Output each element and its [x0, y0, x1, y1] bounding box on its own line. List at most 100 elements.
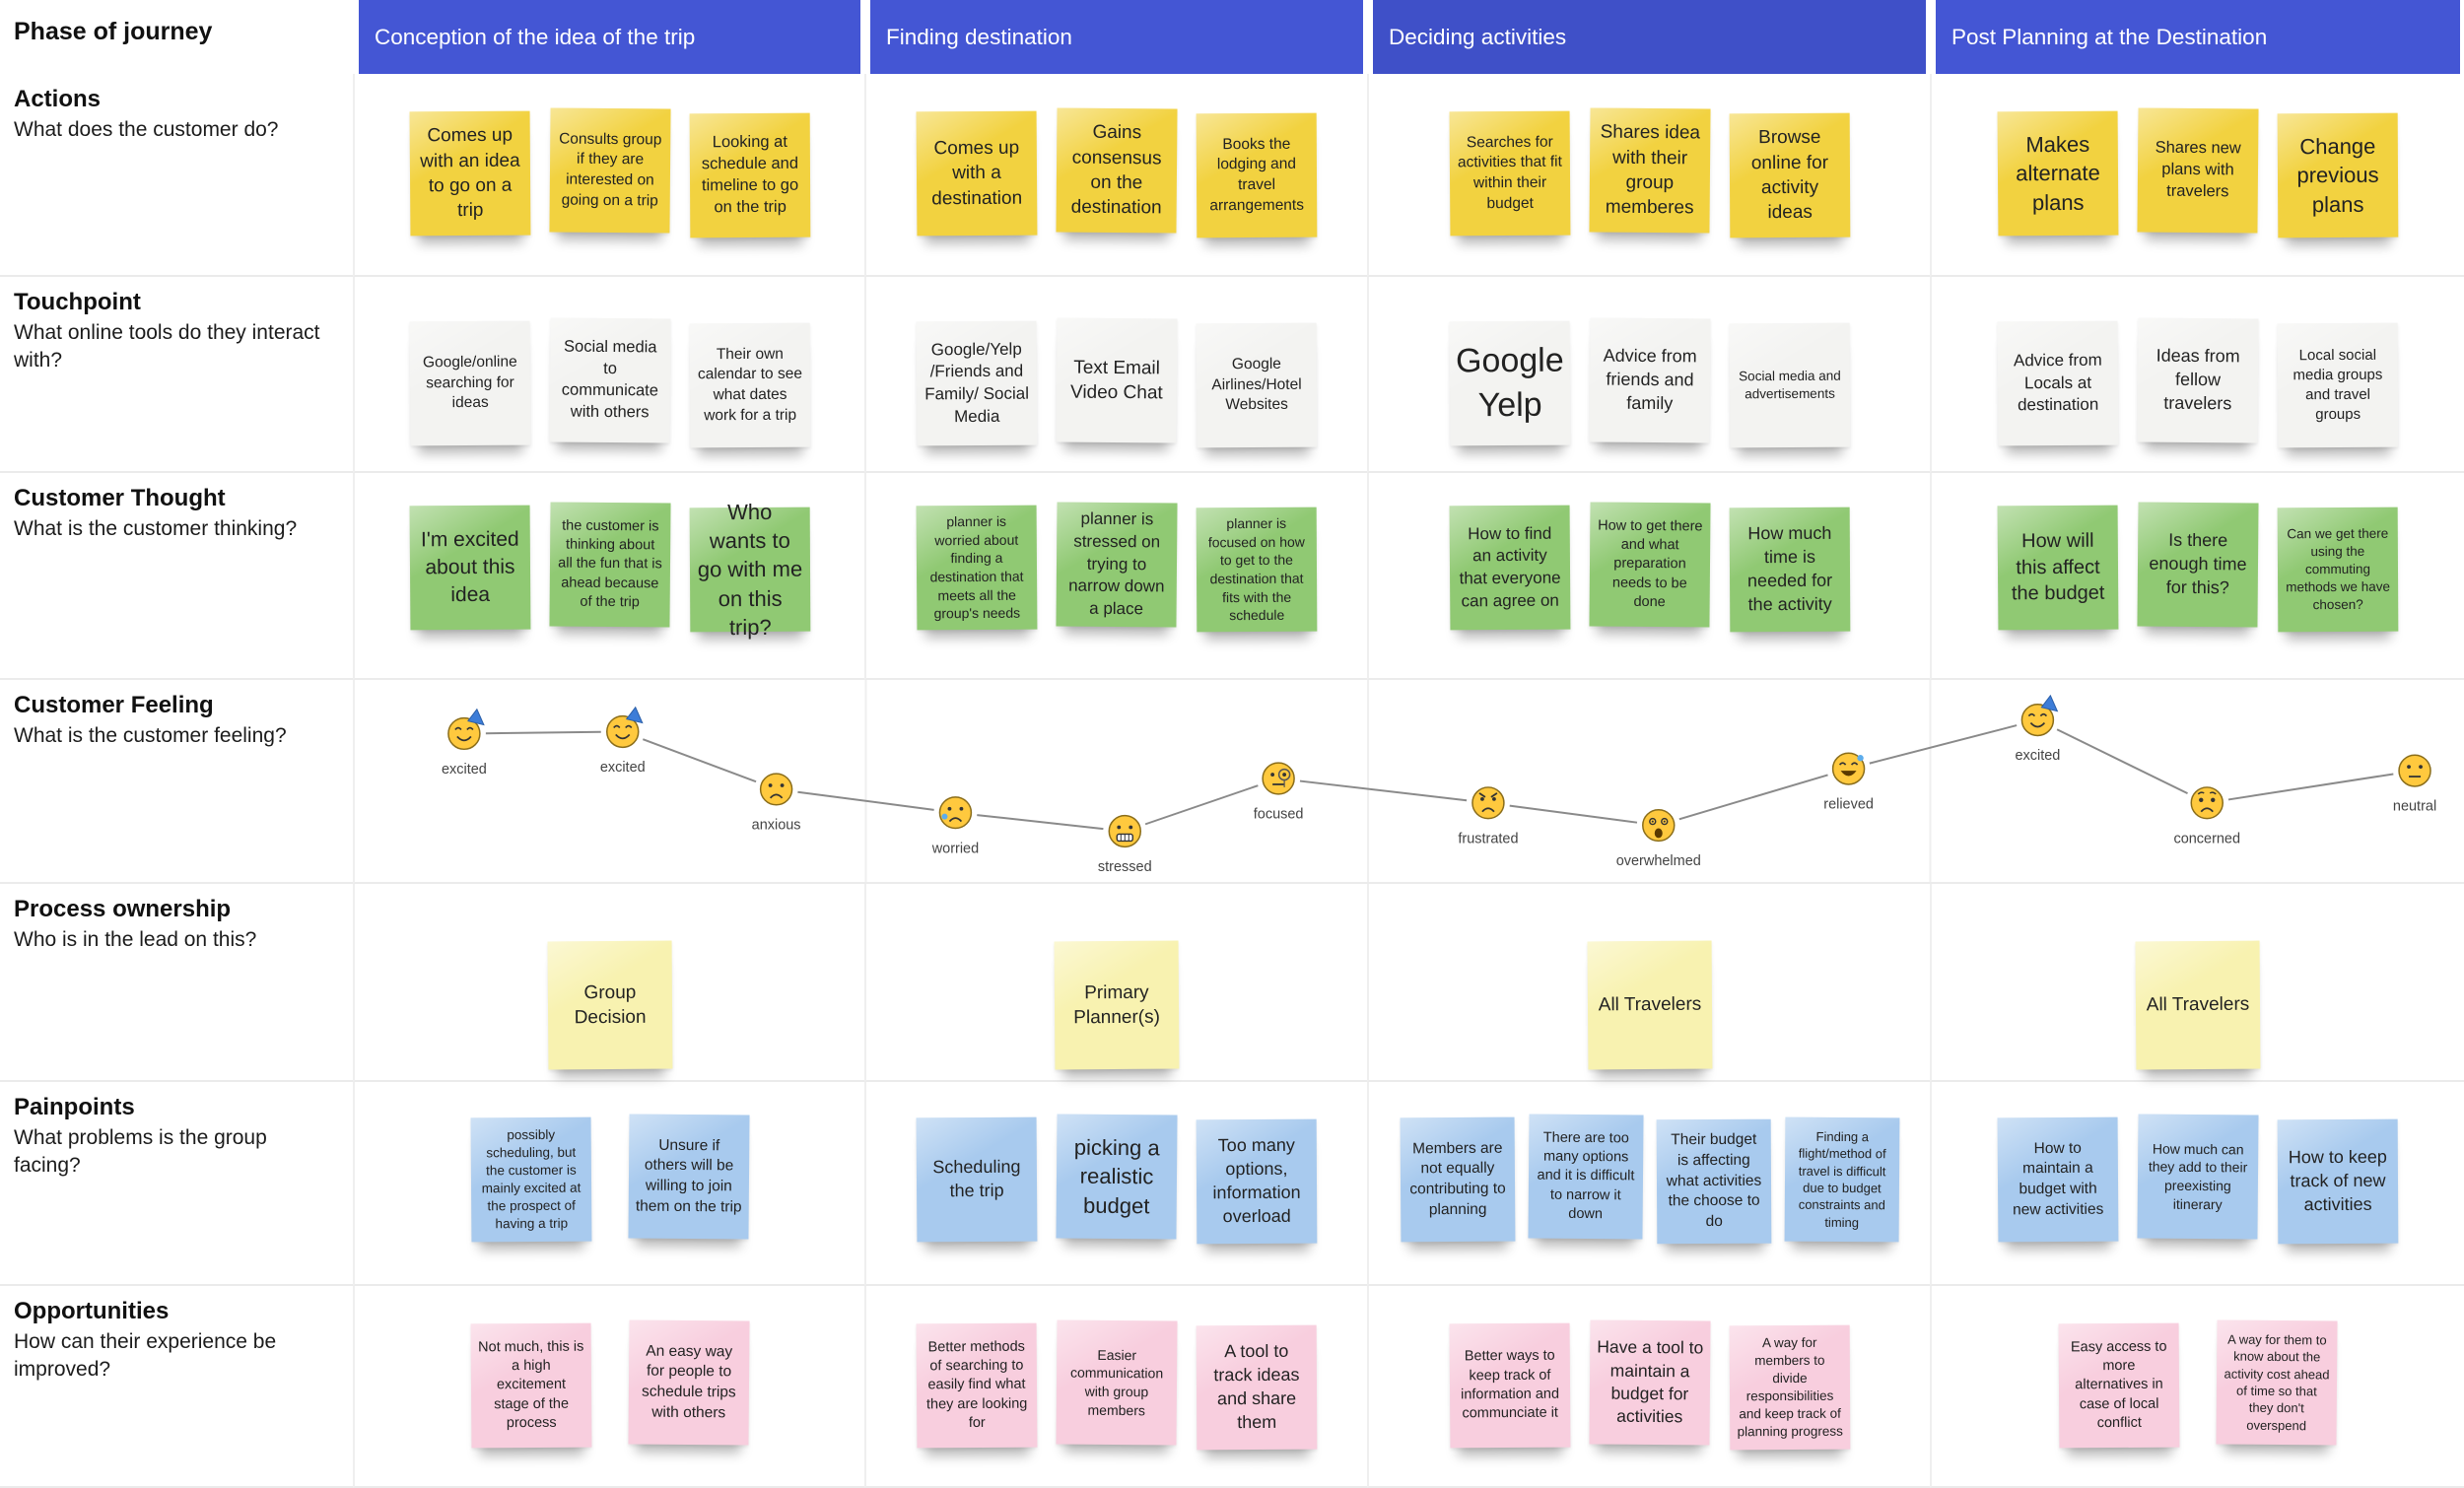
row-label-actions: Actions What does the customer do? — [0, 74, 353, 277]
cell-opportunities-phase2: Better methods of searching to easily fi… — [864, 1286, 1367, 1488]
cell-ownership-phase1: Group Decision — [353, 884, 864, 1082]
feeling-emoji-partying-face[interactable]: excited — [2015, 694, 2060, 764]
sticky-note[interactable]: How to maintain a budget with new activi… — [1997, 1116, 2119, 1243]
feeling-connector-line — [1299, 779, 1468, 802]
feeling-emoji-sad-but-relieved-face[interactable]: worried — [931, 796, 979, 856]
feeling-label: stressed — [1098, 859, 1152, 875]
cell-ownership-phase2: Primary Planner(s) — [864, 884, 1367, 1082]
feeling-emoji-neutral-face[interactable]: neutral — [2393, 754, 2436, 815]
sticky-note[interactable]: Shares new plans with travelers — [2137, 107, 2259, 234]
sticky-note[interactable]: Google Airlines/Hotel Websites — [1196, 322, 1318, 448]
feeling-emoji-face-with-monocle[interactable]: focused — [1254, 762, 1304, 823]
cell-ownership-phase4: All Travelers — [1930, 884, 2464, 1082]
sticky-note[interactable]: Searches for activities that fit within … — [1449, 110, 1570, 237]
feeling-curve-svg: excited excited anxious worried stressed focu… — [442, 680, 2436, 882]
sticky-note[interactable]: Not much, this is a high excitement stag… — [470, 1322, 591, 1449]
sticky-note[interactable]: Members are not equally contributing to … — [1400, 1116, 1515, 1243]
sticky-note[interactable]: Too many options, information overload — [1196, 1118, 1318, 1245]
sticky-note[interactable]: I'm excited about this idea — [409, 505, 530, 631]
sticky-note[interactable]: Social media to communicate with others — [548, 317, 671, 443]
sticky-note[interactable]: planner is worried about finding a desti… — [916, 505, 1038, 631]
feeling-connector-line — [642, 738, 757, 783]
sticky-note[interactable]: Advice from friends and family — [1588, 317, 1711, 443]
sticky-note[interactable]: possibly scheduling, but the customer is… — [470, 1116, 591, 1243]
sticky-note[interactable]: Makes alternate plans — [1997, 110, 2119, 237]
feeling-emoji-worried-face[interactable]: concerned — [2173, 786, 2240, 846]
sticky-note[interactable]: Better methods of searching to easily fi… — [916, 1322, 1038, 1449]
feeling-label: neutral — [2393, 799, 2436, 815]
sticky-note[interactable]: A way for members to divide responsibili… — [1729, 1324, 1850, 1451]
sticky-note[interactable]: There are too many options and it is dif… — [1527, 1114, 1644, 1240]
sticky-note[interactable]: How to keep track of new activities — [2277, 1118, 2399, 1245]
sticky-note[interactable]: Better ways to keep track of information… — [1449, 1322, 1570, 1449]
sticky-note[interactable]: Google/Yelp /Friends and Family/ Social … — [916, 320, 1038, 446]
sticky-note[interactable]: All Travelers — [2135, 940, 2261, 1070]
phase-header-post-planning: Post Planning at the Destination — [1936, 0, 2464, 74]
sticky-note[interactable]: Unsure if others will be willing to join… — [627, 1114, 750, 1240]
feeling-connector-line — [1678, 774, 1828, 821]
feeling-emoji-dizzy-face[interactable]: overwhelmed — [1616, 808, 1701, 869]
sticky-note[interactable]: the customer is thinking about all the f… — [548, 502, 671, 628]
sticky-note[interactable]: How much time is needed for the activity — [1729, 507, 1850, 633]
sticky-note[interactable]: Looking at schedule and timeline to go o… — [689, 112, 810, 238]
sticky-note[interactable]: Have a tool to maintain a budget for act… — [1588, 1319, 1711, 1446]
sticky-note[interactable]: Can we get there using the commuting met… — [2277, 507, 2399, 633]
sticky-note[interactable]: Comes up with a destination — [916, 110, 1038, 237]
cell-painpoints-phase1: possibly scheduling, but the customer is… — [353, 1082, 864, 1286]
sticky-note[interactable]: Gains consensus on the destination — [1056, 107, 1178, 234]
feeling-connector-line — [485, 730, 601, 735]
sticky-note[interactable]: Comes up with an idea to go on a trip — [409, 110, 530, 237]
sticky-note[interactable]: planner is stressed on trying to narrow … — [1056, 502, 1178, 628]
feeling-emoji-frowning-face[interactable]: anxious — [752, 773, 801, 834]
feeling-connector-line — [1144, 784, 1259, 826]
sticky-note[interactable]: Google Yelp — [1449, 320, 1570, 446]
sticky-note[interactable]: Local social media groups and travel gro… — [2277, 322, 2399, 448]
sticky-note[interactable]: Change previous plans — [2277, 112, 2399, 238]
sticky-note[interactable]: Social media and advertisements — [1729, 322, 1850, 448]
sticky-note[interactable]: picking a realistic budget — [1056, 1114, 1178, 1240]
sticky-note[interactable]: A tool to track ideas and share them — [1196, 1324, 1318, 1451]
sticky-note[interactable]: How much can they add to their preexisti… — [2137, 1114, 2259, 1240]
cell-ownership-phase3: All Travelers — [1367, 884, 1930, 1082]
feeling-emoji-angry-face[interactable]: frustrated — [1458, 786, 1518, 846]
sticky-note[interactable]: Scheduling the trip — [916, 1116, 1038, 1243]
sticky-note[interactable]: Shares idea with their group memberes — [1588, 107, 1711, 234]
feeling-label: excited — [2015, 748, 2060, 764]
cell-opportunities-phase1: Not much, this is a high excitement stag… — [353, 1286, 864, 1488]
sticky-note[interactable]: Easy access to more alternatives in case… — [2058, 1322, 2180, 1449]
sticky-note[interactable]: Their own calendar to see what dates wor… — [689, 322, 810, 448]
sticky-note[interactable]: How will this affect the budget — [1997, 505, 2119, 631]
feeling-emoji-partying-face[interactable]: excited — [600, 706, 646, 776]
feeling-emoji-grimacing-face[interactable]: stressed — [1098, 814, 1152, 875]
sticky-note[interactable]: Browse online for activity ideas — [1729, 112, 1850, 238]
sticky-note[interactable]: planner is focused on how to get to the … — [1196, 507, 1318, 633]
sticky-note[interactable]: Finding a flight/method of travel is dif… — [1784, 1116, 1899, 1243]
sticky-note[interactable]: Text Email Video Chat — [1056, 317, 1178, 443]
sticky-note[interactable]: How to get there and what preparation ne… — [1588, 502, 1711, 628]
sticky-note[interactable]: Their budget is affecting what activitie… — [1656, 1118, 1771, 1245]
feeling-label: frustrated — [1458, 831, 1518, 846]
feeling-connector-line — [977, 814, 1104, 831]
phase-of-journey-label: Phase of journey — [0, 0, 353, 74]
sticky-note[interactable]: Who wants to go with me on this trip? — [689, 500, 810, 640]
sticky-note[interactable]: Easier communication with group members — [1056, 1319, 1178, 1446]
sticky-note[interactable]: Primary Planner(s) — [1054, 940, 1180, 1070]
feeling-emoji-partying-face[interactable]: excited — [442, 708, 487, 778]
sticky-note[interactable]: A way for them to know about the activit… — [2216, 1319, 2338, 1446]
sticky-note[interactable]: All Travelers — [1587, 940, 1712, 1070]
row-label-touchpoint: Touchpoint What online tools do they int… — [0, 277, 353, 473]
sticky-note[interactable]: Advice from Locals at destination — [1997, 320, 2119, 446]
sticky-note[interactable]: Consults group if they are interested on… — [548, 107, 671, 234]
sticky-note[interactable]: Is there enough time for this? — [2137, 502, 2259, 628]
sticky-note[interactable]: An easy way for people to schedule trips… — [627, 1319, 750, 1446]
row-label-painpoints: Painpoints What problems is the group fa… — [0, 1082, 353, 1286]
sticky-note[interactable]: Books the lodging and travel arrangement… — [1196, 112, 1318, 238]
feeling-emoji-grinning-face-with-sweat[interactable]: relieved — [1823, 752, 1874, 813]
sticky-note[interactable]: Google/online searching for ideas — [409, 320, 530, 446]
sticky-note[interactable]: Group Decision — [547, 940, 672, 1070]
sticky-note[interactable]: How to find an activity that everyone ca… — [1449, 505, 1570, 631]
sticky-note[interactable]: Ideas from fellow travelers — [2137, 317, 2259, 443]
